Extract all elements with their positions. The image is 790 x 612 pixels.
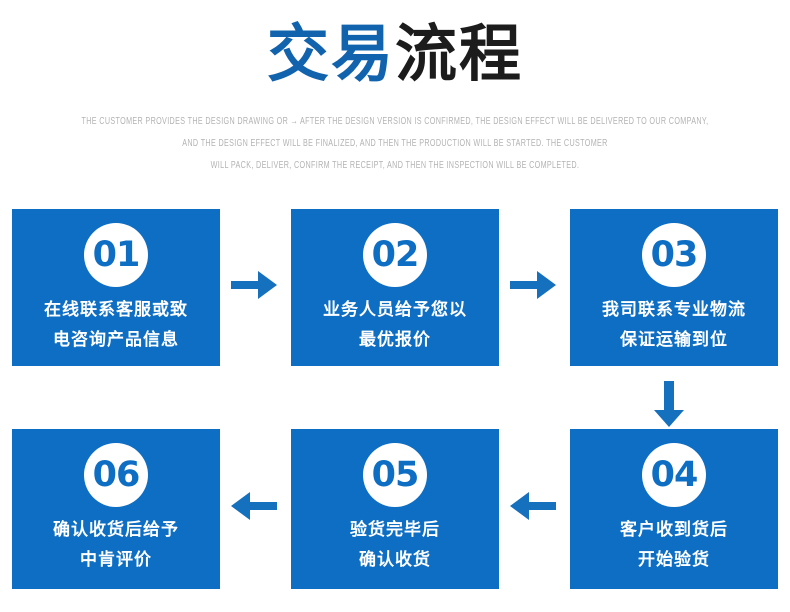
- step-text-03: 我司联系专业物流 保证运输到位: [570, 295, 778, 355]
- step-box-03[interactable]: 03 我司联系专业物流 保证运输到位: [570, 209, 778, 366]
- subtitle-line-1: THE CUSTOMER PROVIDES THE DESIGN DRAWING…: [81, 113, 709, 127]
- step-text-02: 业务人员给予您以 最优报价: [291, 295, 499, 355]
- arrow-left-icon-2: [231, 489, 279, 523]
- step-text-01: 在线联系客服或致 电咨询产品信息: [12, 295, 220, 355]
- step-number-circle-06: 06: [84, 443, 148, 507]
- arrow-right-icon-1: [231, 268, 279, 302]
- arrow-down-icon: [652, 381, 686, 429]
- step-number-circle-04: 04: [642, 443, 706, 507]
- subtitle-line-3: WILL PACK, DELIVER, CONFIRM THE RECEIPT,…: [210, 157, 580, 171]
- step-text-04: 客户收到货后 开始验货: [570, 515, 778, 575]
- step-text-03-line1: 我司联系专业物流: [602, 300, 746, 320]
- step-text-04-line2: 开始验货: [638, 550, 710, 570]
- step-box-04[interactable]: 04 客户收到货后 开始验货: [570, 429, 778, 589]
- step-text-03-line2: 保证运输到位: [620, 330, 728, 350]
- step-box-01[interactable]: 01 在线联系客服或致 电咨询产品信息: [12, 209, 220, 366]
- step-text-05-line2: 确认收货: [359, 550, 431, 570]
- step-number-circle-02: 02: [363, 223, 427, 287]
- step-box-02[interactable]: 02 业务人员给予您以 最优报价: [291, 209, 499, 366]
- step-number-04: 04: [650, 454, 699, 495]
- step-text-06: 确认收货后给予 中肯评价: [12, 515, 220, 575]
- step-box-05[interactable]: 05 验货完毕后 确认收货: [291, 429, 499, 589]
- header-section: 交易流程 THE CUSTOMER PROVIDES THE DESIGN DR…: [0, 0, 790, 200]
- step-number-06: 06: [92, 454, 141, 495]
- step-number-01: 01: [92, 234, 141, 275]
- step-text-01-line1: 在线联系客服或致: [44, 300, 188, 320]
- step-text-04-line1: 客户收到货后: [620, 520, 728, 540]
- page-title-blue: 交易: [266, 17, 395, 90]
- step-text-06-line1: 确认收货后给予: [53, 520, 179, 540]
- page-title: 交易流程: [0, 18, 790, 90]
- step-number-02: 02: [371, 234, 420, 275]
- arrow-right-icon-2: [510, 268, 558, 302]
- step-text-06-line2: 中肯评价: [80, 550, 152, 570]
- step-number-circle-01: 01: [84, 223, 148, 287]
- arrow-left-icon-1: [510, 489, 558, 523]
- page-title-dark: 流程: [395, 17, 524, 90]
- step-number-03: 03: [650, 234, 699, 275]
- step-text-01-line2: 电咨询产品信息: [53, 330, 179, 350]
- step-text-05: 验货完毕后 确认收货: [291, 515, 499, 575]
- step-number-circle-05: 05: [363, 443, 427, 507]
- step-text-02-line2: 最优报价: [359, 330, 431, 350]
- subtitle-line-2: AND THE DESIGN EFFECT WILL BE FINALIZED,…: [182, 135, 608, 149]
- step-text-02-line1: 业务人员给予您以: [323, 300, 467, 320]
- step-number-circle-03: 03: [642, 223, 706, 287]
- step-box-06[interactable]: 06 确认收货后给予 中肯评价: [12, 429, 220, 589]
- step-text-05-line1: 验货完毕后: [350, 520, 440, 540]
- subtitle-block: THE CUSTOMER PROVIDES THE DESIGN DRAWING…: [0, 110, 790, 176]
- step-number-05: 05: [371, 454, 420, 495]
- steps-grid: 01 在线联系客服或致 电咨询产品信息 02 业务人员给予您以 最优报价 03 …: [0, 209, 790, 589]
